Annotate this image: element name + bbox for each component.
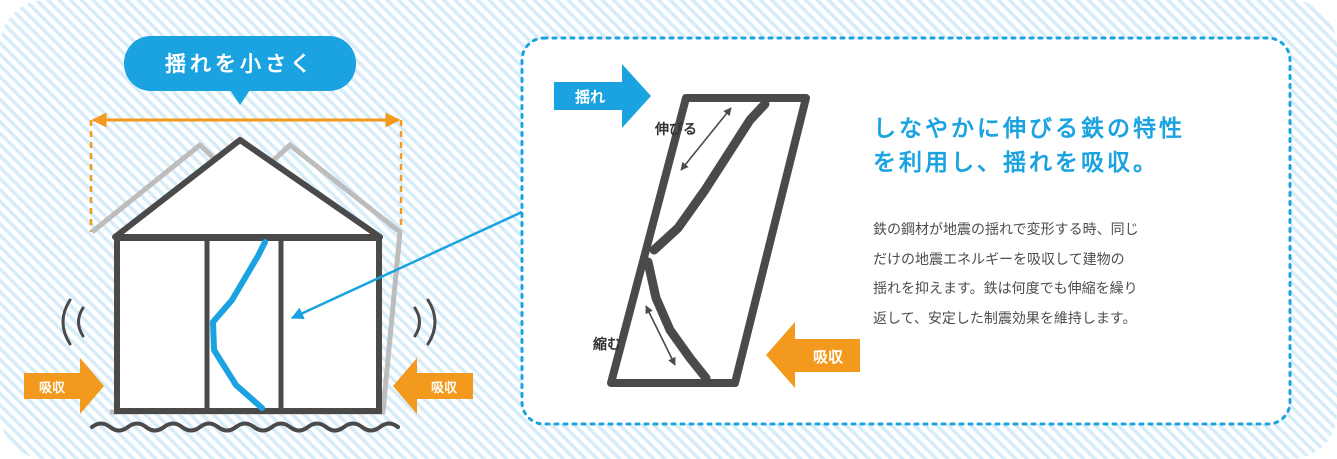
absorb-detail-label: 吸収 <box>813 348 844 366</box>
info-panel: しなやかに伸びる鉄の特性 を利用し、揺れを吸収。 鉄の鋼材が地震の揺れで変形する… <box>873 112 1293 334</box>
absorb-arrow-detail: 吸収 <box>766 322 860 388</box>
bubble-banner: 揺れを小さく <box>124 36 356 105</box>
frame-detail: 伸びる 縮む 揺れ 吸収 <box>554 64 860 388</box>
ground-wave <box>90 421 400 433</box>
headline-line-1: しなやかに伸びる鉄の特性 <box>873 116 1185 142</box>
absorb-right-label: 吸収 <box>431 381 458 396</box>
damper-brace <box>210 239 268 411</box>
absorb-arrow-left: 吸収 <box>24 358 104 414</box>
description: 鉄の鋼材が地震の揺れで変形する時、同じ だけの地震エネルギーを吸収して建物の 揺… <box>873 216 1273 334</box>
vibration-marks-left <box>61 298 85 346</box>
absorb-arrow-right: 吸収 <box>393 358 473 414</box>
shake-arrow: 揺れ <box>554 64 651 128</box>
description-line: 揺れを抑えます。鉄は何度でも伸縮を繰り <box>873 281 1138 297</box>
compress-arrow <box>645 305 676 366</box>
bubble-label: 揺れを小さく <box>165 52 315 76</box>
brace-upper <box>649 99 770 255</box>
vibration-marks-right <box>413 298 437 346</box>
headline-line-2: を利用し、揺れを吸収。 <box>873 150 1159 176</box>
compress-label: 縮む <box>593 336 621 353</box>
pointer-line <box>290 210 523 320</box>
description-line: だけの地震エネルギーを吸収して建物の <box>873 251 1125 268</box>
stretch-arrow <box>680 107 732 171</box>
absorb-left-label: 吸収 <box>39 381 66 396</box>
shake-label: 揺れ <box>575 88 605 106</box>
house-wall <box>114 235 382 414</box>
house-illustration: 揺れを小さく <box>24 36 473 433</box>
stretch-label: 伸びる <box>654 121 697 138</box>
description-line: 鉄の鋼材が地震の揺れで変形する時、同じ <box>873 222 1139 238</box>
description-line: 返して、安定した制震効果を維持します。 <box>873 310 1137 327</box>
